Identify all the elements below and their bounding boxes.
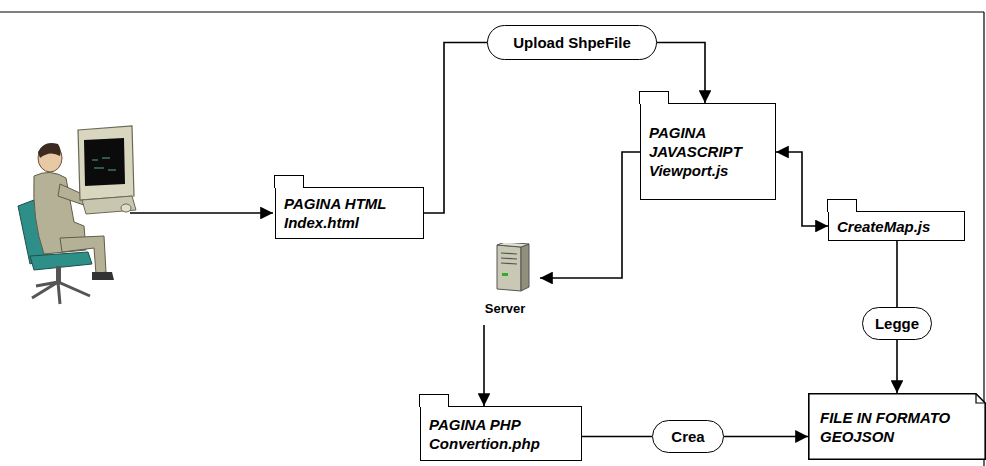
folder-tab [419,394,449,407]
connector [896,340,898,393]
node-text: Server [485,299,525,318]
action-pill: Upload ShpeFile [487,25,657,60]
computer [78,126,136,214]
folder-tab [274,175,304,188]
node-text: Legge [875,314,919,333]
connector [483,325,485,406]
document-box: FILE IN FORMATO GEOJSON [808,393,986,460]
connector [540,152,640,278]
connector [776,152,828,226]
server-icon [475,243,535,293]
node-text: PAGINA JAVASCRIPT Viewport.js [649,123,767,180]
server-node: Server [470,243,540,325]
node-text: PAGINA HTML Index.html [284,194,415,232]
connector [582,436,652,438]
frame-line [0,11,984,12]
node-text: Upload ShpeFile [513,33,631,52]
node-text: Crea [671,427,704,446]
action-pill: Crea [652,420,724,453]
document-outline [808,393,986,460]
folder-box: PAGINA PHP Convertion.php [420,406,582,461]
folder-box: PAGINA JAVASCRIPT Viewport.js [640,103,776,200]
folder-box: PAGINA HTML Index.html [275,187,424,239]
frame-line [983,12,984,466]
node-text: PAGINA PHP Convertion.php [429,415,573,453]
connector [896,241,898,307]
folder-tab [827,199,857,212]
folder-tab [639,91,669,104]
connector [424,43,487,214]
connector [724,436,808,438]
node-text: CreateMap.js [837,217,930,236]
action-pill: Legge [862,307,932,340]
node-text: FILE IN FORMATO GEOJSON [820,408,964,446]
user-arrow [130,212,273,214]
folder-box: CreateMap.js [828,211,965,241]
